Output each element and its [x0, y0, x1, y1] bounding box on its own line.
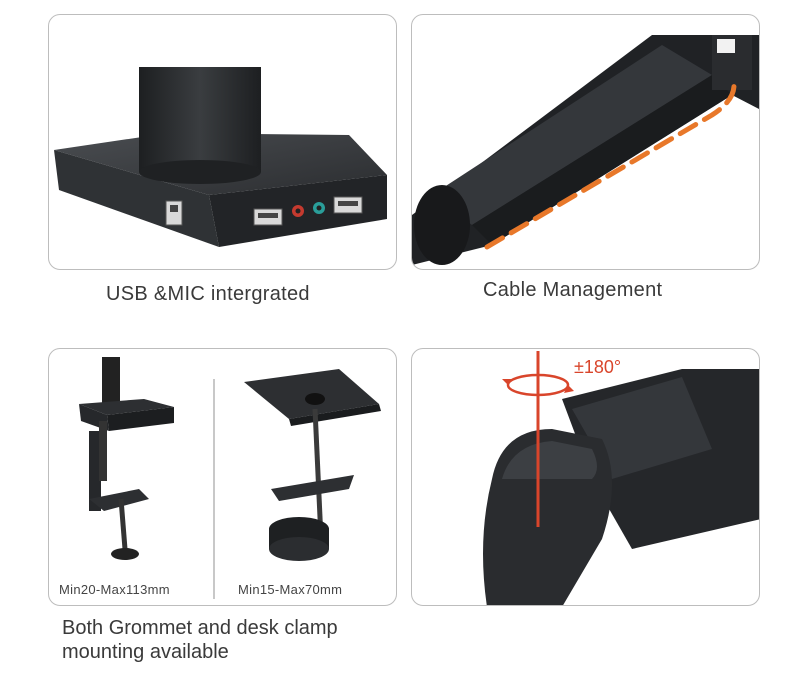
clamp-range-label: Min20-Max113mm [59, 582, 170, 597]
clamp-grommet-illustration [79, 357, 381, 599]
usb-caption: USB &MIC intergrated [106, 283, 310, 305]
rotation-joint-illustration [483, 351, 759, 605]
clamp-caption-line2: mounting available [62, 641, 229, 663]
panel-cable-management [411, 14, 760, 270]
rotation-angle-label: ±180° [574, 357, 622, 377]
panel-usb-mic [48, 14, 397, 270]
cable-caption: Cable Management [483, 279, 663, 301]
grommet-range-label: Min15-Max70mm [238, 582, 343, 597]
arm-cable-illustration [412, 35, 759, 265]
usb-base-illustration [54, 67, 387, 247]
clamp-caption-line1: Both Grommet and desk clamp [62, 617, 338, 639]
panel-rotation: ±180° [411, 348, 760, 606]
panel-clamp-grommet: Min20-Max113mm Min15-Max70mm [48, 348, 397, 606]
